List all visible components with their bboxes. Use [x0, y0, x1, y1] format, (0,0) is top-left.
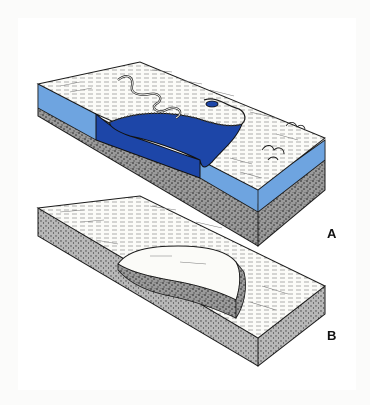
block-label-a: A	[327, 226, 336, 241]
block-label-b: B	[327, 328, 336, 343]
